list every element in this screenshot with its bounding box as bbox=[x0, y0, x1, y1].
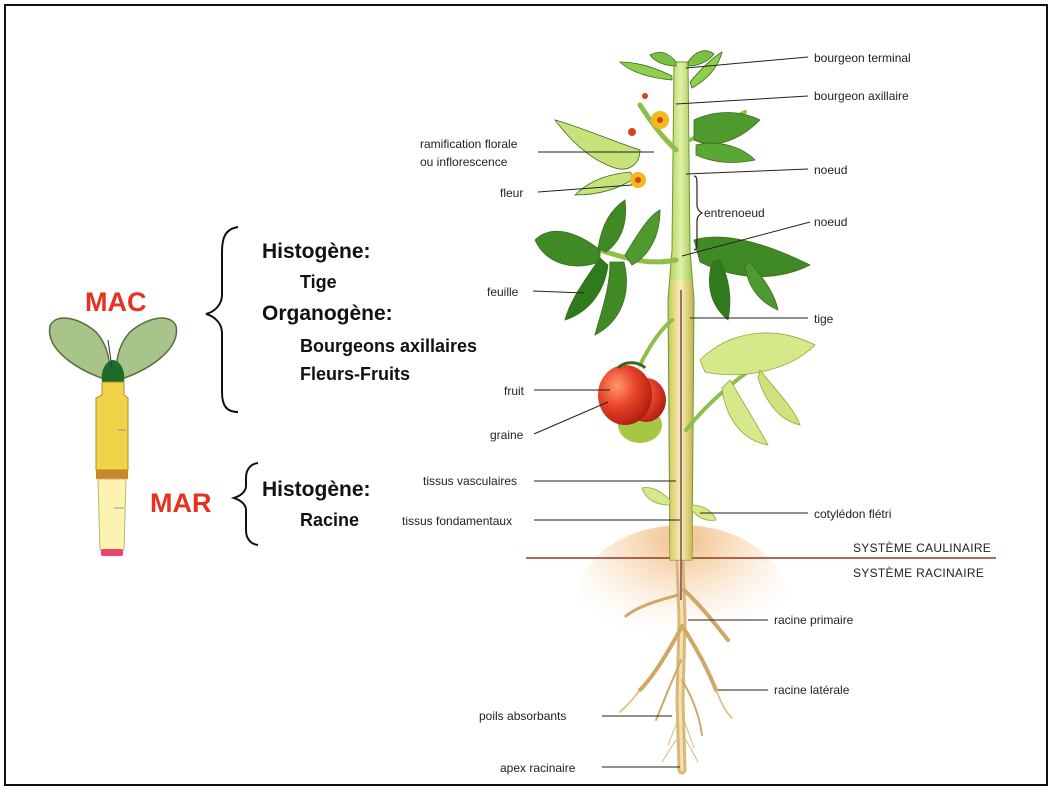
label-poils-absorbants: poils absorbants bbox=[479, 709, 566, 723]
histogene-heading-1: Histogène: bbox=[262, 240, 371, 264]
label-bourgeon-axillaire: bourgeon axillaire bbox=[814, 89, 909, 103]
label-racine-laterale: racine latérale bbox=[774, 683, 849, 697]
label-fruit: fruit bbox=[504, 384, 524, 398]
label-fleur: fleur bbox=[500, 186, 523, 200]
label-feuille: feuille bbox=[487, 285, 518, 299]
brace-mar bbox=[234, 463, 258, 545]
mac-label: MAC bbox=[85, 287, 147, 318]
fleurs-fruits-text: Fleurs-Fruits bbox=[300, 364, 410, 385]
label-noeud-2: noeud bbox=[814, 215, 847, 229]
label-systeme-caulinaire: SYSTÈME CAULINAIRE bbox=[853, 541, 991, 555]
seedling-schema bbox=[50, 318, 177, 556]
tige-text: Tige bbox=[300, 272, 337, 293]
label-tissus-fondamentaux: tissus fondamentaux bbox=[402, 514, 512, 528]
label-bourgeon-terminal: bourgeon terminal bbox=[814, 51, 911, 65]
label-noeud-1: noeud bbox=[814, 163, 847, 177]
tomato-fruit bbox=[598, 363, 666, 443]
brace-mac bbox=[206, 227, 238, 412]
racine-text: Racine bbox=[300, 510, 359, 531]
label-cotyledon-fletri: cotylédon flétri bbox=[814, 507, 891, 521]
label-ou-inflorescence: ou inflorescence bbox=[420, 155, 507, 169]
label-racine-primaire: racine primaire bbox=[774, 613, 853, 627]
label-tige: tige bbox=[814, 312, 833, 326]
mar-label: MAR bbox=[150, 488, 212, 519]
label-systeme-racinaire: SYSTÈME RACINAIRE bbox=[853, 566, 984, 580]
flowers bbox=[628, 93, 669, 188]
label-tissus-vasculaires: tissus vasculaires bbox=[423, 474, 517, 488]
label-apex-racinaire: apex racinaire bbox=[500, 761, 575, 775]
label-ramification-florale: ramification florale bbox=[420, 137, 517, 151]
label-graine: graine bbox=[490, 428, 523, 442]
bourgeons-text: Bourgeons axillaires bbox=[300, 336, 477, 357]
label-entrenoeud: entrenoeud bbox=[704, 206, 765, 220]
organogene-heading: Organogène: bbox=[262, 302, 393, 326]
histogene-heading-2: Histogène: bbox=[262, 478, 371, 502]
